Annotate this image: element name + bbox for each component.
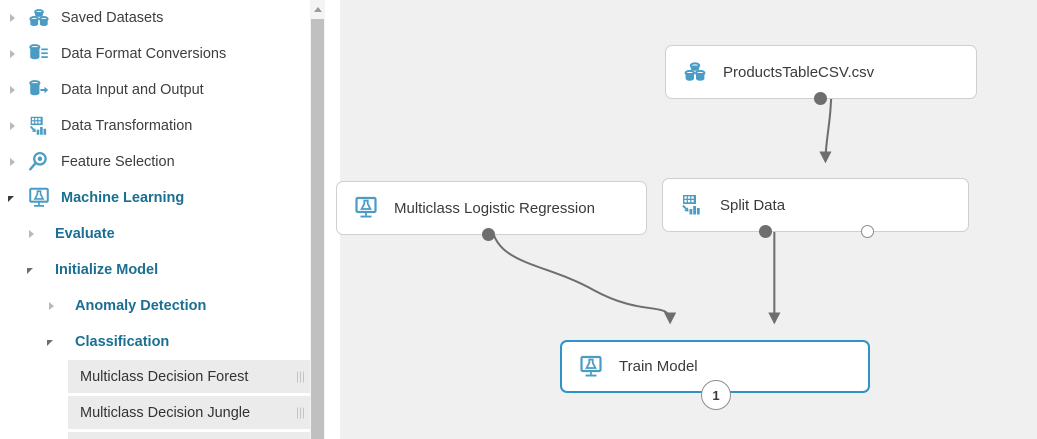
chevron-right-icon[interactable] — [8, 13, 18, 23]
tree-item-data-format-conversions[interactable]: Data Format Conversions — [0, 36, 325, 72]
chevron-right-icon[interactable] — [47, 301, 57, 311]
flask-icon — [351, 193, 381, 223]
tree-item-feature-selection[interactable]: Feature Selection — [0, 144, 325, 180]
convert-icon — [26, 41, 52, 67]
node-label: Split Data — [720, 196, 786, 214]
flask-icon — [26, 185, 52, 211]
node-label: Multiclass Logistic Regression — [394, 199, 595, 217]
tree-item-label: Data Format Conversions — [61, 46, 227, 62]
tree-item-label: Anomaly Detection — [75, 298, 207, 314]
tree-item-label: Initialize Model — [55, 262, 159, 278]
module-item-label: Multiclass Decision Jungle — [80, 404, 251, 421]
experiment-canvas[interactable]: ProductsTableCSV.csv — [336, 0, 1037, 439]
tree-item-anomaly-detection[interactable]: Anomaly Detection — [0, 288, 325, 324]
module-item-label: Multiclass Decision Forest — [80, 368, 249, 385]
node-products-table-csv[interactable]: ProductsTableCSV.csv — [665, 45, 977, 99]
node-split-data[interactable]: Split Data — [662, 178, 969, 232]
magnifier-icon — [26, 149, 52, 175]
edge-mlr-to-train — [490, 219, 677, 325]
tree-item-saved-datasets[interactable]: Saved Datasets — [0, 0, 325, 36]
module-item-multiclass-logistic-regression[interactable]: Multiclass Logistic Regression — [68, 432, 316, 439]
module-item-multiclass-decision-forest[interactable]: Multiclass Decision Forest — [68, 360, 316, 393]
transform-icon — [677, 190, 707, 220]
tree-item-label: Data Input and Output — [61, 82, 204, 98]
tree-item-data-input-and-output[interactable]: Data Input and Output — [0, 72, 325, 108]
chevron-down-icon[interactable] — [8, 193, 18, 203]
tree-item-label: Classification — [75, 334, 170, 350]
port-csv-output[interactable] — [814, 92, 827, 105]
chevron-right-icon[interactable] — [8, 85, 18, 95]
tree-item-classification[interactable]: Classification — [0, 324, 325, 360]
chevron-down-icon[interactable] — [27, 265, 37, 275]
node-multiclass-logistic-regression[interactable]: Multiclass Logistic Regression — [336, 181, 647, 235]
canvas-wrapper: ProductsTableCSV.csv — [325, 0, 1037, 439]
port-split-output-right[interactable] — [861, 225, 874, 238]
tree-item-initialize-model[interactable]: Initialize Model — [0, 252, 325, 288]
io-icon — [26, 77, 52, 103]
chevron-right-icon[interactable] — [8, 157, 18, 167]
node-label: ProductsTableCSV.csv — [723, 63, 875, 81]
module-item-multiclass-decision-jungle[interactable]: Multiclass Decision Jungle — [68, 396, 316, 429]
chevron-right-icon[interactable] — [8, 49, 18, 59]
scroll-up-arrow-icon[interactable] — [310, 0, 325, 17]
tree-item-label: Saved Datasets — [61, 10, 164, 26]
chevron-right-icon[interactable] — [8, 121, 18, 131]
tree-item-label: Evaluate — [55, 226, 115, 242]
tree-item-label: Data Transformation — [61, 118, 193, 134]
tree-item-label: Machine Learning — [61, 190, 185, 206]
tree-item-label: Feature Selection — [61, 154, 175, 170]
drag-handle-icon[interactable] — [297, 371, 304, 382]
train-model-status-badge[interactable]: 1 — [701, 380, 731, 410]
port-split-output-left[interactable] — [759, 225, 772, 238]
scrollbar-thumb[interactable] — [311, 19, 324, 439]
sidebar-scrollbar[interactable] — [310, 0, 325, 439]
node-label: Train Model — [619, 358, 698, 375]
tree-item-data-transformation[interactable]: Data Transformation — [0, 108, 325, 144]
chevron-right-icon[interactable] — [27, 229, 37, 239]
chevron-down-icon[interactable] — [47, 337, 57, 347]
datasets-icon — [680, 57, 710, 87]
transform-icon — [26, 113, 52, 139]
port-mlr-output[interactable] — [482, 228, 495, 241]
tree-item-evaluate[interactable]: Evaluate — [0, 216, 325, 252]
datasets-icon — [26, 5, 52, 31]
tree-item-machine-learning[interactable]: Machine Learning — [0, 180, 325, 216]
flask-icon — [576, 352, 606, 382]
drag-handle-icon[interactable] — [297, 407, 304, 418]
